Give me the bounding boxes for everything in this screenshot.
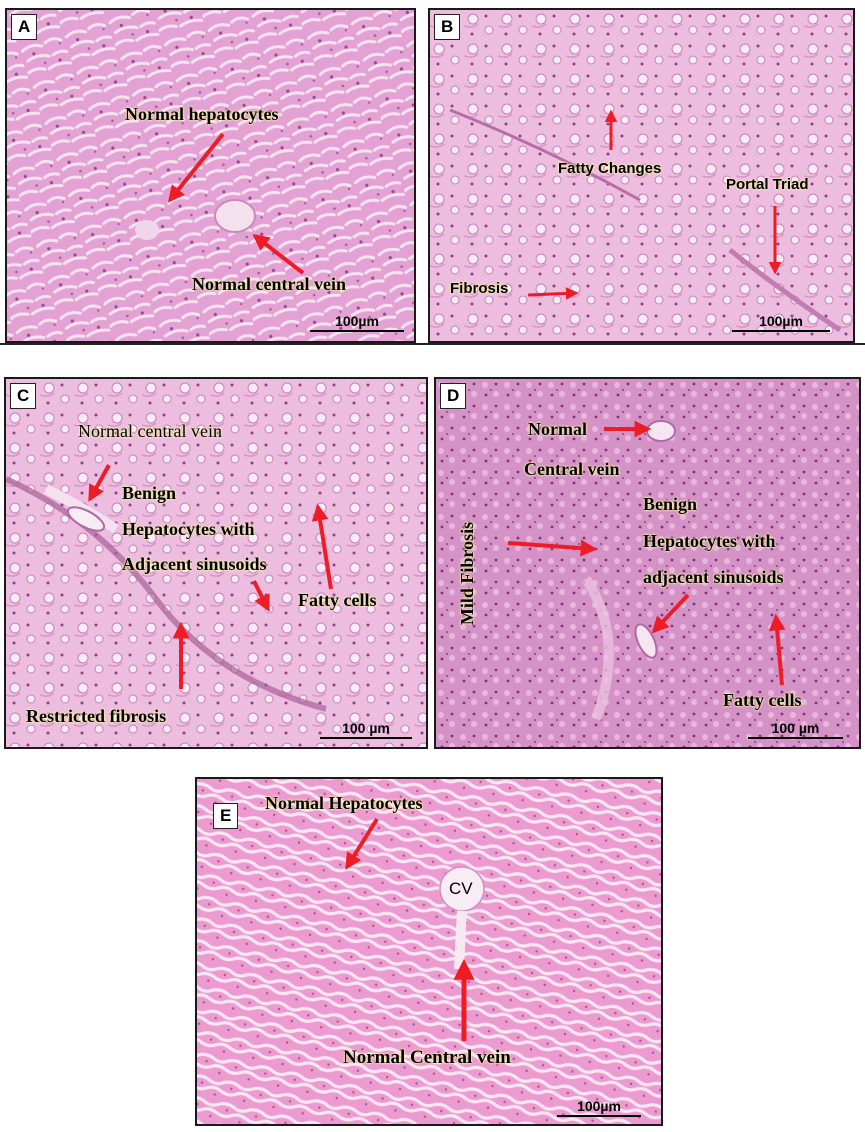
panel-b-label-fibrosis: Fibrosis: [450, 280, 509, 297]
panel-a-label-normal-central-vein: Normal central vein: [192, 274, 346, 294]
panel-b: B Fatty Changes Portal Triad Fibrosis 10…: [428, 8, 855, 343]
panel-d-label-benign: Benign: [643, 494, 698, 514]
panel-c-label-normal-central-vein: Normal central vein: [78, 421, 222, 441]
panel-b-label-fatty-changes: Fatty Changes: [558, 160, 662, 177]
panel-c: C Normal central vein Benign Hepatocytes…: [4, 377, 428, 749]
panel-c-micrograph: [6, 379, 426, 747]
panel-c-label-fatty-cells: Fatty cells: [298, 590, 377, 610]
panel-e-letter: E: [213, 803, 239, 829]
panel-e-label-normal-hepatocytes: Normal Hepatocytes: [265, 793, 423, 813]
panel-e-micrograph: [197, 779, 661, 1124]
panel-d-label-adjacent-sinusoids: adjacent sinusoids: [643, 567, 784, 587]
panel-b-micrograph: [430, 10, 853, 341]
panel-d-label-central-vein: Central vein: [524, 459, 620, 479]
panel-d-micrograph: [436, 379, 859, 747]
panel-c-scale-bar: 100 µm: [320, 717, 412, 739]
panel-a-label-normal-hepatocytes: Normal hepatocytes: [125, 104, 279, 124]
panel-b-label-portal-triad: Portal Triad: [726, 176, 809, 193]
panel-d-label-mild-fibrosis: Mild Fibrosis: [457, 521, 478, 626]
panel-d-label-fatty-cells: Fatty cells: [723, 690, 802, 710]
panel-a-letter: A: [11, 14, 38, 40]
panel-d-label-normal: Normal: [528, 419, 587, 439]
row-divider: [0, 343, 865, 345]
panel-d-scale-bar: 100 µm: [748, 717, 843, 739]
panel-b-letter: B: [434, 14, 461, 40]
panel-d: D Normal Central vein Mild Fibrosis Beni…: [434, 377, 861, 749]
panel-c-label-hepatocytes-with: Hepatocytes with: [122, 519, 255, 539]
panel-e-label-normal-central-vein: Normal Central vein: [343, 1047, 511, 1068]
panel-c-label-benign: Benign: [122, 483, 177, 503]
panel-c-letter: C: [10, 383, 37, 409]
panel-e-label-cv: CV: [449, 879, 473, 898]
panel-d-label-hepatocytes-with: Hepatocytes with: [643, 531, 776, 551]
panel-c-label-restricted-fibrosis: Restricted fibrosis: [26, 706, 167, 726]
panel-a-scale-bar: 100µm: [310, 312, 404, 332]
panel-b-scale-bar: 100µm: [732, 312, 830, 332]
panel-c-label-adjacent-sinusoids: Adjacent sinusoids: [122, 554, 267, 574]
panel-e-scale-bar: 100µm: [557, 1097, 641, 1117]
panel-e: E Normal Hepatocytes CV Normal Central v…: [195, 777, 663, 1126]
panel-d-letter: D: [440, 383, 467, 409]
panel-a: A Normal hepatocytes Normal central vein…: [5, 8, 416, 343]
